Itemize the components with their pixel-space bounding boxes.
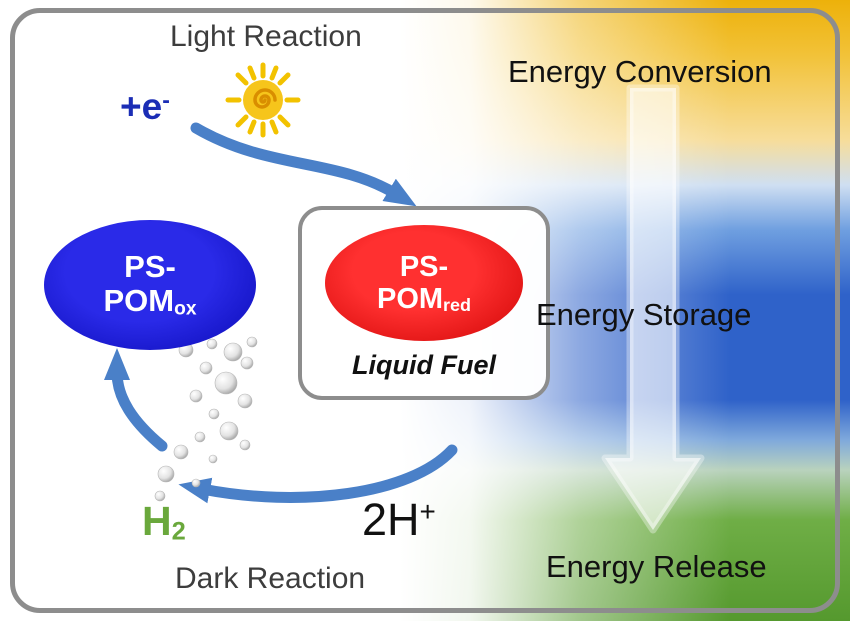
ps-pom-red-ellipse: PS- POMred [325, 225, 523, 341]
gas-bubbles [154, 336, 258, 502]
h2-subscript: 2 [171, 517, 186, 546]
liquid-fuel-label: Liquid Fuel [352, 350, 496, 380]
dark-reaction-label: Dark Reaction [175, 562, 366, 595]
ps-pom-ox-ellipse: PS- POMox [44, 220, 256, 350]
sun-icon [225, 62, 301, 138]
red-line2: POMred [376, 283, 472, 316]
light-reaction-arrow [190, 122, 417, 207]
ox-line2: POMox [103, 283, 197, 320]
liquid-fuel-box: PS- POMred Liquid Fuel [298, 206, 550, 400]
ox-subscript: ox [174, 298, 197, 320]
return-arrow [104, 348, 168, 452]
energy-release-label: Energy Release [546, 549, 767, 584]
light-reaction-label: Light Reaction [170, 20, 362, 53]
dark-reaction-arrow [178, 444, 458, 504]
red-subscript: red [443, 295, 472, 316]
ox-line1: PS- [124, 248, 176, 284]
h2-label: H2 [142, 498, 186, 546]
electron-label: +e- [120, 86, 170, 127]
energy-storage-label: Energy Storage [536, 297, 752, 332]
proton-superscript: + [419, 496, 436, 528]
proton-label: 2H+ [362, 494, 436, 545]
energy-conversion-label: Energy Conversion [508, 54, 772, 89]
red-line1: PS- [399, 250, 449, 283]
electron-superscript: - [162, 86, 170, 113]
